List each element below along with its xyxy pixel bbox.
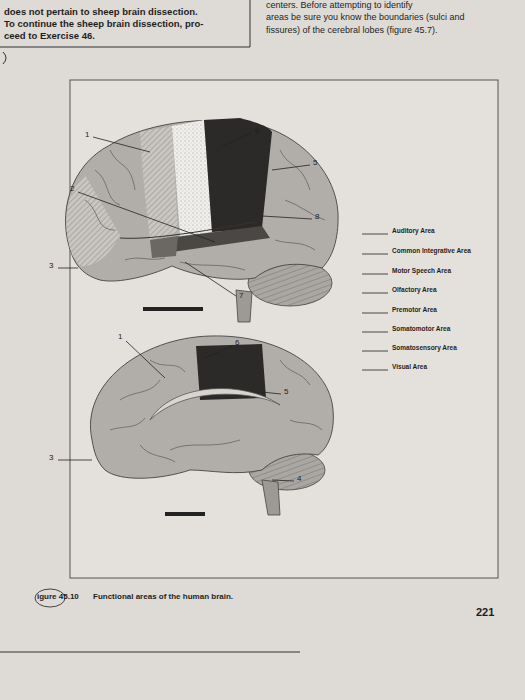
- callout-number: 8: [315, 213, 319, 222]
- figure-number: igure 45.10: [37, 593, 79, 602]
- callout-number: 1: [118, 333, 122, 342]
- callout-number: 1: [85, 131, 89, 140]
- answer-label: Auditory Area: [392, 227, 435, 234]
- answer-label: Common Integrative Area: [392, 247, 471, 254]
- callout-number: 4: [297, 475, 301, 484]
- answer-label: Somatomotor Area: [392, 325, 450, 332]
- answer-label: Premotor Area: [392, 306, 437, 313]
- figure-caption: Functional areas of the human brain.: [93, 593, 233, 602]
- body-text: centers. Before attempting to identify: [266, 1, 413, 11]
- callout-number: 5: [313, 159, 317, 168]
- answer-label: Somatosensory Area: [392, 344, 457, 351]
- answer-label: Motor Speech Area: [392, 267, 451, 274]
- body-text: areas be sure you know the boundaries (s…: [266, 13, 465, 23]
- answer-label: Olfactory Area: [392, 286, 437, 293]
- callout-number: 5: [284, 388, 288, 397]
- body-text: To continue the sheep brain dissection, …: [4, 19, 203, 29]
- callout-number: 6: [255, 127, 259, 136]
- body-text: does not pertain to sheep brain dissecti…: [4, 7, 198, 17]
- callout-number: 3: [49, 262, 53, 271]
- callout-number: 3: [49, 454, 53, 463]
- callout-number: 7: [239, 292, 243, 301]
- body-text: ceed to Exercise 46.: [4, 31, 95, 41]
- callout-number: 2: [70, 185, 74, 194]
- page-number: 221: [476, 606, 494, 618]
- answer-label: Visual Area: [392, 363, 427, 370]
- body-text: fissures) of the cerebral lobes (figure …: [266, 26, 438, 36]
- callout-number: 6: [235, 339, 239, 348]
